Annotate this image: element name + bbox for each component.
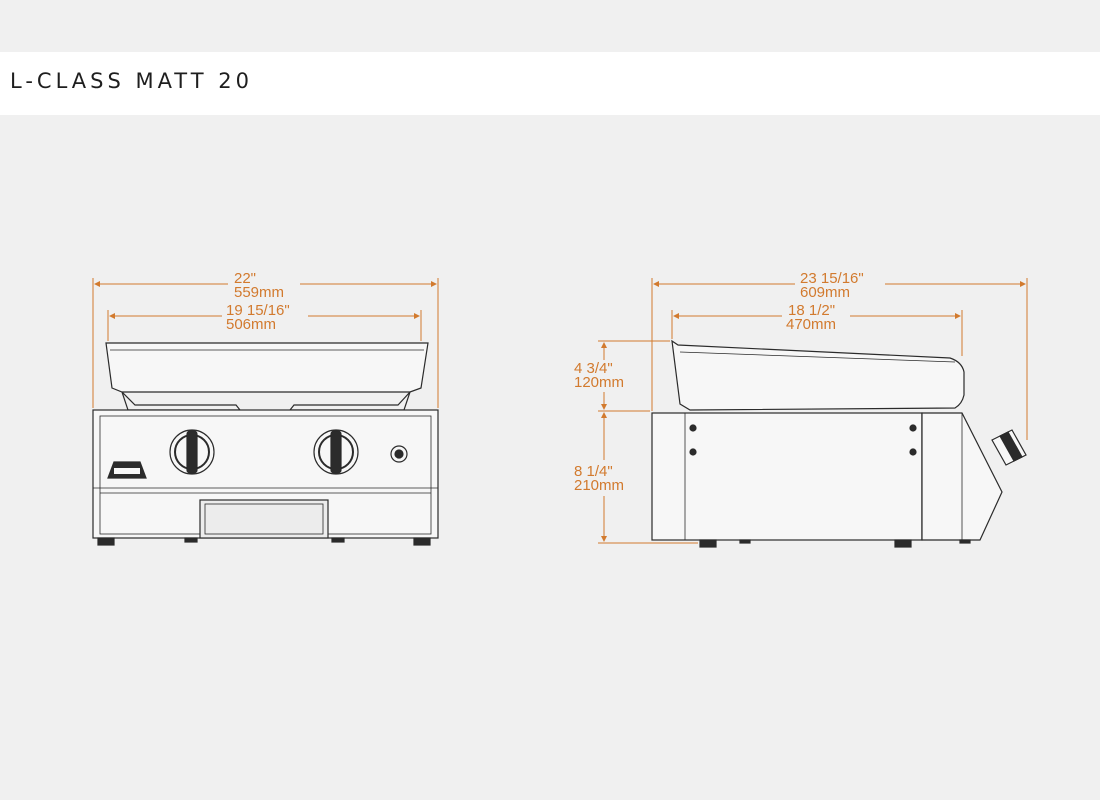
- side-view: [651, 339, 1027, 548]
- side-hood: [671, 339, 965, 411]
- side-foot-front: [894, 539, 912, 548]
- side-knob-profile: [991, 429, 1027, 466]
- front-view: [92, 342, 439, 546]
- brand-logo-badge: [107, 461, 147, 479]
- front-overall-width-metric: 559mm: [234, 284, 284, 301]
- side-body: [651, 412, 923, 541]
- side-foot-rear: [699, 539, 717, 548]
- left-burner-knob: [169, 429, 215, 475]
- side-plate-depth-metric: 470mm: [786, 316, 836, 333]
- side-hood-height-imperial: 4 3/4": [574, 360, 613, 377]
- side-body-height-metric: 210mm: [574, 477, 624, 494]
- front-plate-width-metric: 506mm: [226, 316, 276, 333]
- side-overall-depth-imperial: 23 15/16": [800, 270, 864, 287]
- side-dimensions: [598, 278, 1028, 544]
- igniter-button: [390, 445, 408, 463]
- right-burner-knob: [313, 429, 359, 475]
- page-title: L-CLASS MATT 20: [10, 69, 253, 93]
- side-overall-depth-metric: 609mm: [800, 284, 850, 301]
- side-plate-depth-imperial: 18 1/2": [788, 302, 835, 319]
- front-foot-left: [97, 537, 115, 546]
- front-dimensions: [92, 278, 439, 408]
- front-overall-width-imperial: 22": [234, 270, 256, 287]
- title-bar: L-CLASS MATT 20: [0, 52, 1100, 115]
- front-foot-right: [413, 537, 431, 546]
- front-plate-support-left: [121, 391, 242, 411]
- front-drip-drawer: [199, 499, 329, 539]
- side-body-height-imperial: 8 1/4": [574, 463, 613, 480]
- side-hood-height-metric: 120mm: [574, 374, 624, 391]
- front-plate-support-right: [288, 391, 411, 411]
- front-plate-width-imperial: 19 15/16": [226, 302, 290, 319]
